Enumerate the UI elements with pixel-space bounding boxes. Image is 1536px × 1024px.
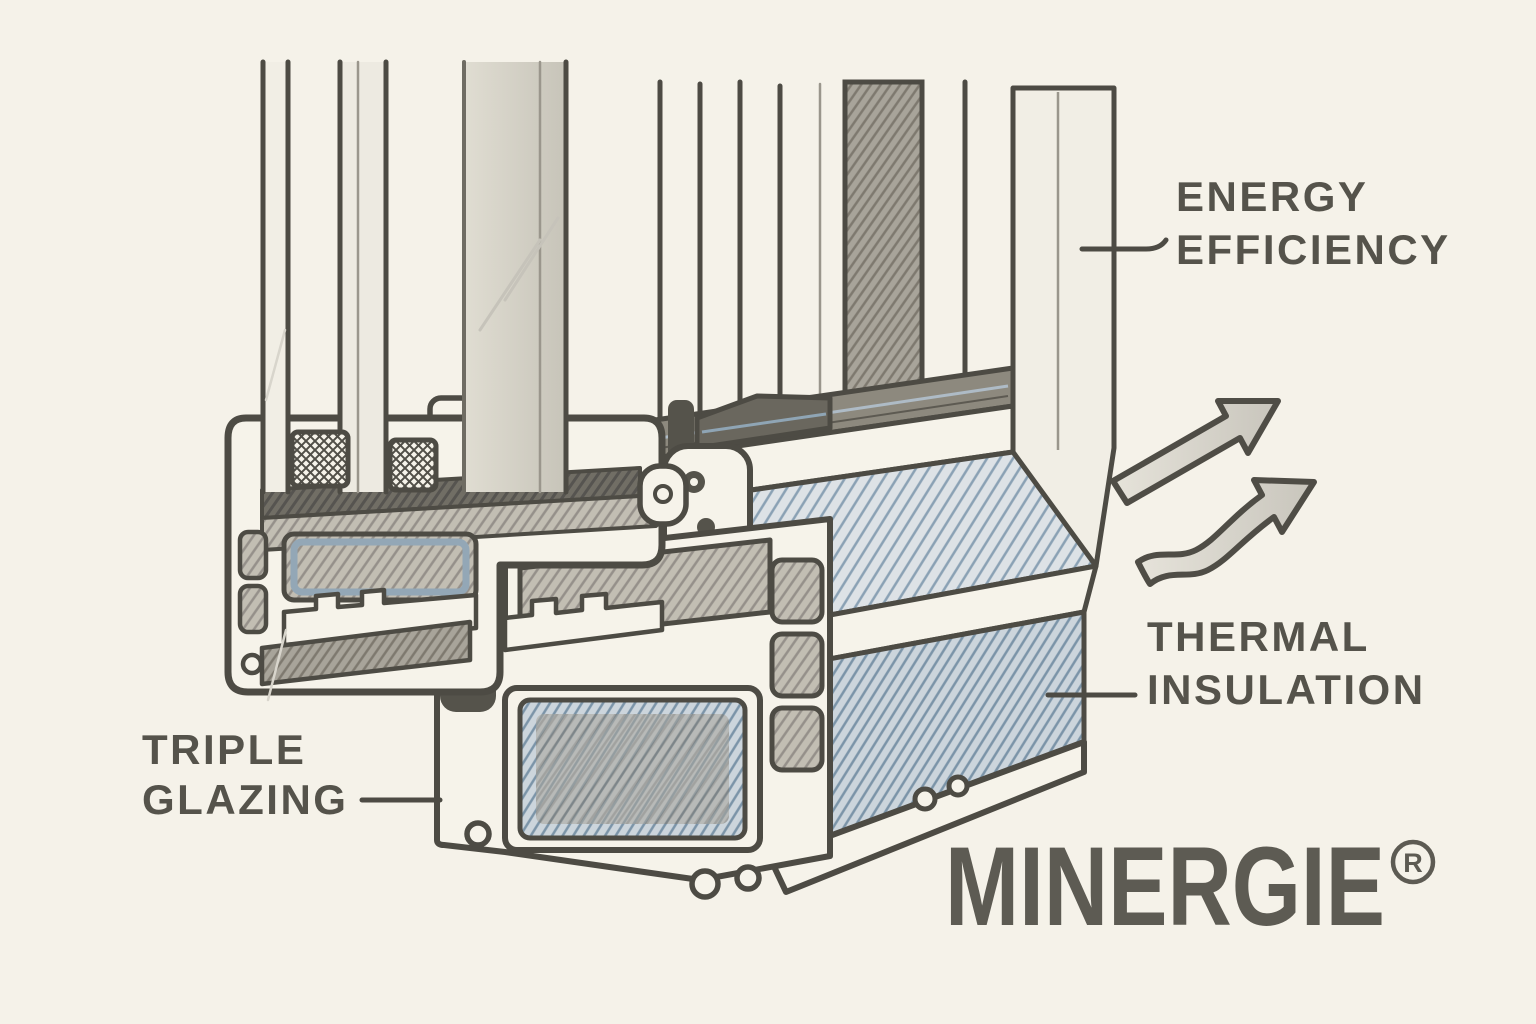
leader-lines	[359, 237, 1169, 803]
energy-flow-arrows	[1110, 398, 1317, 587]
frame-edge-knob	[637, 463, 689, 527]
profile-foot	[464, 820, 492, 848]
sill-bottom-face	[767, 739, 1087, 895]
thermal-insulation-label-line2: INSULATION	[1147, 666, 1426, 713]
minergie-wordmark: MINERGIE	[945, 824, 1385, 949]
profile-foot	[912, 786, 938, 812]
registered-trademark-letter: R	[1403, 848, 1423, 878]
minergie-logo: MINERGIE R	[945, 824, 1436, 949]
crosshatch-spacer	[387, 437, 439, 493]
callout-energy-efficiency: ENERGY EFFICIENCY	[1176, 173, 1451, 273]
energy-flow-arrow-wavy-icon	[1135, 477, 1317, 587]
triple-glazing-label-line1: TRIPLE	[142, 726, 306, 773]
triple-glazing-panes	[260, 59, 569, 702]
profile-foot	[734, 864, 762, 892]
triple-glazing-label-line2: GLAZING	[142, 776, 348, 823]
profile-foot	[689, 868, 721, 900]
crosshatch-spacer	[289, 429, 351, 489]
profile-foot	[946, 774, 970, 798]
thermal-insulation-label-line1: THERMAL	[1147, 613, 1370, 660]
stepped-ledge	[502, 591, 665, 653]
energy-efficiency-label-line2: EFFICIENCY	[1176, 226, 1451, 273]
callout-thermal-insulation: THERMAL INSULATION	[1147, 613, 1426, 713]
energy-efficiency-label-line1: ENERGY	[1176, 173, 1368, 220]
registered-trademark-icon	[1390, 839, 1436, 885]
frame-bottom-band	[259, 619, 473, 687]
glazing-spacer-blocks	[289, 429, 439, 493]
callout-triple-glazing: TRIPLE GLAZING	[142, 726, 348, 823]
energy-flow-arrow-straight-icon	[1110, 398, 1281, 506]
sash-profile	[434, 393, 970, 900]
energy-efficiency-leader-line	[1079, 237, 1169, 252]
